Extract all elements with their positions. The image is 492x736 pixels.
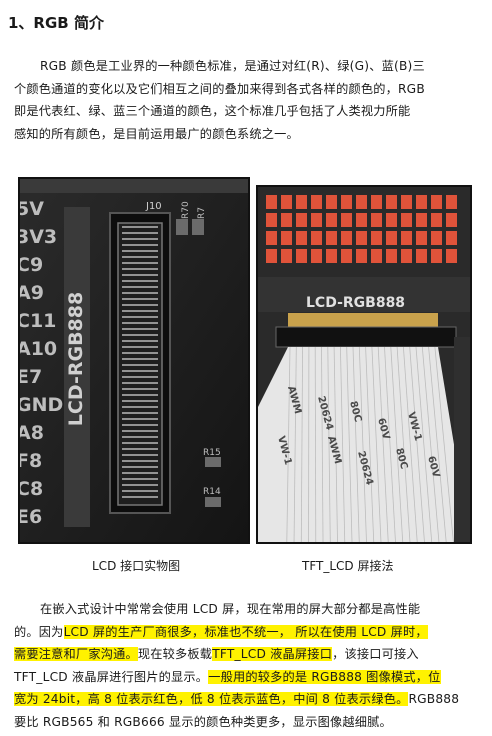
- body-paragraph: 在嵌入式设计中常常会使用 LCD 屏，现在常用的屏大部分都是高性能 的。因为LC…: [14, 598, 482, 733]
- resistor-label-r15: R15: [203, 448, 221, 458]
- left-figure-caption: LCD 接口实物图: [92, 559, 181, 573]
- intro-line-2: 个颜色通道的变化以及它们相互之间的叠加来得到各式各样的颜色的，RGB: [14, 81, 425, 96]
- section-heading: 1、RGB 简介: [8, 14, 104, 32]
- lcd-connector-photo: 5V3V3C9A9C11A10E7GNDA8F8C8E6 LCD-RGB888 …: [18, 177, 250, 544]
- pin-label: 3V3: [20, 226, 57, 248]
- pin-label: C8: [20, 478, 43, 500]
- resistor-label-r70: R70: [181, 201, 191, 219]
- intro-line-1: RGB 颜色是工业界的一种颜色标准，是通过对红(R)、绿(G)、蓝(B)三: [40, 59, 425, 73]
- resistor-label-r7: R7: [197, 207, 207, 219]
- pin-label: C11: [20, 310, 56, 332]
- resistor-label-r14: R14: [203, 487, 221, 497]
- intro-paragraph: RGB 颜色是工业界的一种颜色标准，是通过对红(R)、绿(G)、蓝(B)三 个颜…: [14, 55, 482, 145]
- highlight-bit-width: 宽为 24bit，高 8 位表示红色，低 8 位表示蓝色，中间 8 位表示绿色。: [14, 692, 409, 706]
- pin-label: 5V: [20, 198, 44, 220]
- svg-text:60V: 60V: [375, 417, 391, 441]
- intro-line-3: 即是代表红、绿、蓝三个通道的颜色，这个标准几乎包括了人类视力所能: [14, 104, 411, 118]
- body-line-4: TFT_LCD 液晶屏进行图片的显示。一般用的较多的是 RGB888 图像模式，…: [14, 669, 441, 684]
- pin-label: A9: [20, 282, 44, 304]
- pin-label: C9: [20, 254, 43, 276]
- intro-line-4: 感知的所有颜色，是目前运用最广的颜色系统之一。: [14, 126, 299, 141]
- right-connector-label: LCD-RGB888: [306, 295, 405, 311]
- lcd-connector-illustration: 5V3V3C9A9C11A10E7GNDA8F8C8E6 LCD-RGB888 …: [20, 179, 248, 542]
- body-line-2: 的。因为LCD 屏的生产厂商很多，标准也不统一， 所以在使用 LCD 屏时，: [14, 624, 428, 639]
- pin-label: F8: [20, 450, 42, 472]
- pin-label: GND: [20, 394, 63, 416]
- pin-label: A8: [20, 422, 44, 444]
- header-label: J10: [145, 201, 162, 212]
- body-line-5: 宽为 24bit，高 8 位表示红色，低 8 位表示蓝色，中间 8 位表示绿色。…: [14, 692, 460, 706]
- highlight-manufacturer-note: LCD 屏的生产厂商很多，标准也不统一， 所以在使用 LCD 屏时，: [63, 624, 428, 639]
- highlight-tft-interface: TFT_LCD 液晶屏接口: [212, 647, 333, 661]
- pin-label: A10: [20, 338, 57, 360]
- left-connector-label: LCD-RGB888: [65, 292, 87, 426]
- body-line-6: 要比 RGB565 和 RGB666 显示的颜色种类更多，显示图像越细腻。: [14, 714, 392, 729]
- body-line-3: 需要注意和厂家沟通。现在较多板载TFT_LCD 液晶屏接口，该接口可接入: [14, 647, 419, 661]
- svg-text:60V: 60V: [425, 455, 441, 479]
- highlight-communicate-note: 需要注意和厂家沟通。: [14, 647, 138, 661]
- pin-label: E6: [20, 506, 42, 528]
- body-line-1: 在嵌入式设计中常常会使用 LCD 屏，现在常用的屏大部分都是高性能: [40, 602, 421, 616]
- svg-text:80C: 80C: [393, 447, 409, 470]
- right-figure-caption: TFT_LCD 屏接法: [302, 559, 394, 573]
- pin-label: E7: [20, 366, 42, 388]
- highlight-rgb888-mode: 一般用的较多的是 RGB888 图像模式，位: [208, 669, 441, 684]
- svg-text:80C: 80C: [347, 400, 363, 423]
